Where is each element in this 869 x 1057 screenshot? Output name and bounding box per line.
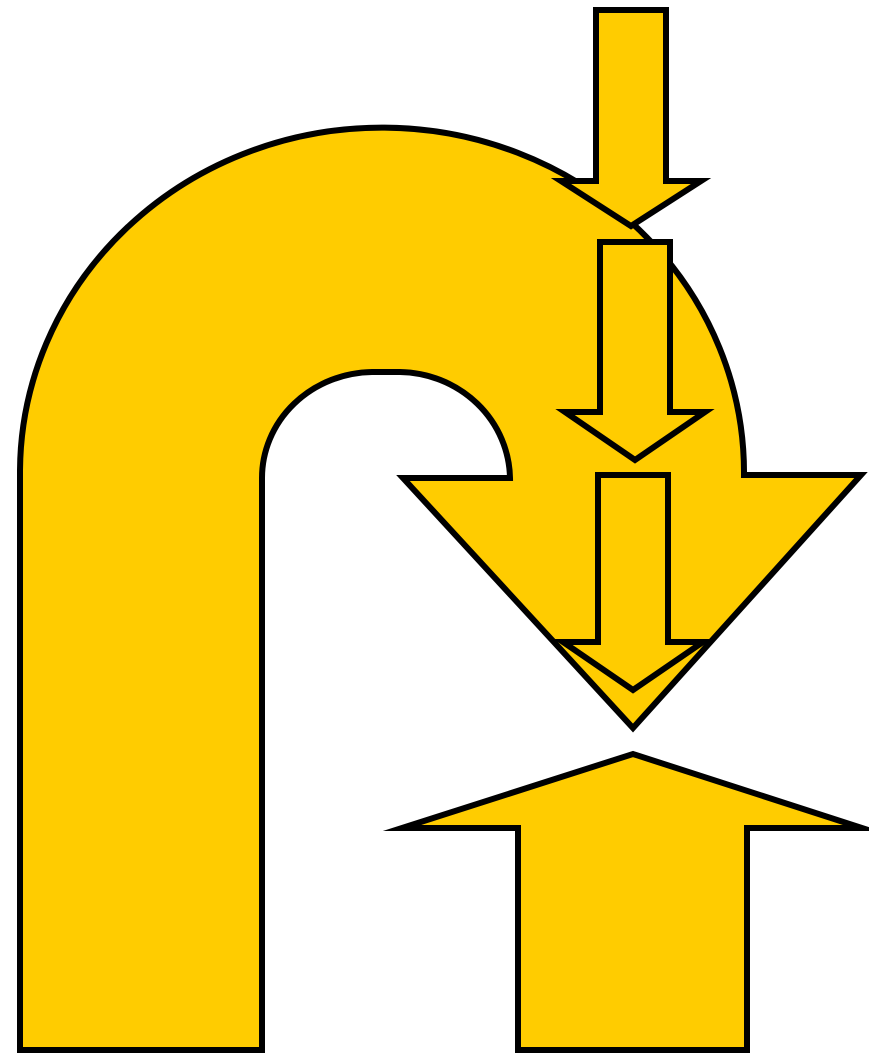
arrow-down-icon-1 [561, 10, 701, 226]
arrow-up-icon [402, 754, 862, 1050]
